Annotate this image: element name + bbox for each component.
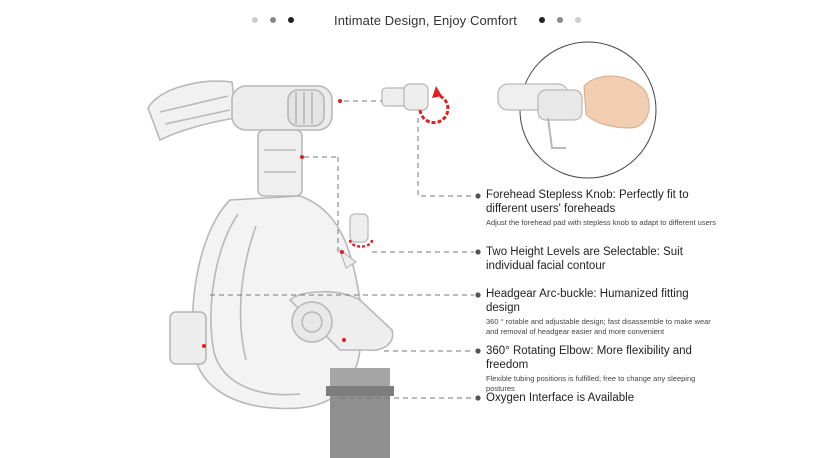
- feature-rotating-elbow: 360° Rotating Elbow: More flexibility an…: [486, 344, 716, 393]
- header-dot: [288, 17, 294, 23]
- feature-description: Flexible tubing positions is fulfilled; …: [486, 374, 696, 393]
- header-dot: [539, 17, 545, 23]
- header-dot: [252, 17, 258, 23]
- page-title: Intimate Design, Enjoy Comfort: [334, 13, 517, 28]
- header-dot: [270, 17, 276, 23]
- feature-title: Headgear Arc-buckle: Humanized fitting d…: [486, 288, 689, 314]
- feature-title: 360° Rotating Elbow: More flexibility an…: [486, 345, 692, 371]
- accent-dot: [202, 99, 346, 348]
- feature-description: 360 ° rotable and adjustable design; fas…: [486, 317, 711, 336]
- knob-detail: [381, 83, 429, 111]
- rotate-arrow-icon: [418, 86, 450, 125]
- feature-title: Oxygen Interface is Available: [486, 392, 635, 404]
- bullet-dot-icon: [475, 193, 481, 401]
- feature-headgear-buckle: Headgear Arc-buckle: Humanized fitting d…: [486, 287, 716, 336]
- inset-circle: [497, 41, 657, 179]
- header: Intimate Design, Enjoy Comfort: [0, 0, 830, 40]
- feature-title: Two Height Levels are Selectable: Suit i…: [486, 246, 683, 272]
- feature-forehead-knob: Forehead Stepless Knob: Perfectly fit to…: [486, 188, 716, 228]
- feature-height-levels: Two Height Levels are Selectable: Suit i…: [486, 245, 716, 273]
- rotate-arrow-icon: [348, 239, 374, 248]
- mask-image: [147, 80, 394, 410]
- leader-lines: [210, 100, 474, 399]
- header-dot: [557, 17, 563, 23]
- hand-image: [583, 75, 650, 129]
- feature-oxygen-interface: Oxygen Interface is Available: [486, 391, 716, 405]
- header-dot: [575, 17, 581, 23]
- height-level-detail: [338, 213, 369, 269]
- feature-title: Forehead Stepless Knob: Perfectly fit to…: [486, 189, 689, 215]
- feature-description: Adjust the forehead pad with stepless kn…: [486, 218, 717, 227]
